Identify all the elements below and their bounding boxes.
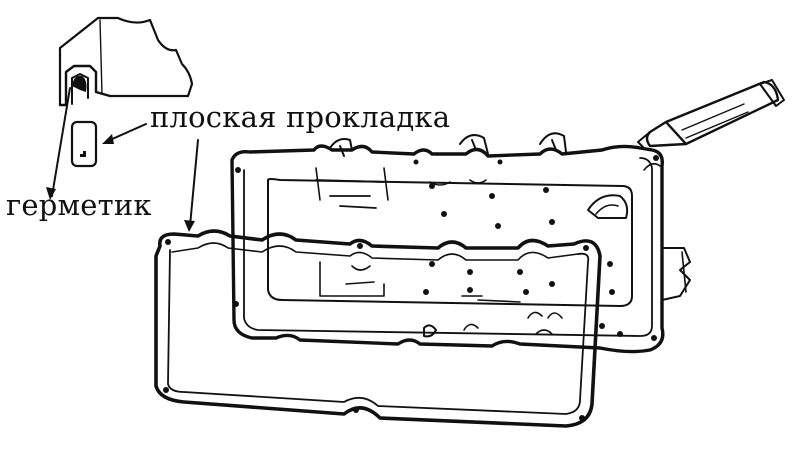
- sealant-label: герметик: [6, 188, 152, 222]
- cover-bolt-holes: [233, 155, 659, 341]
- gasket-section-piece: [70, 120, 98, 168]
- sealant-tube: [637, 79, 785, 149]
- valve-cover: [230, 144, 691, 354]
- flat-gasket-label: плоская прокладка: [150, 100, 451, 134]
- gasket-bolt-holes: [163, 239, 589, 421]
- leader-arrows: [46, 87, 199, 232]
- cover-corner-detail: [58, 16, 194, 107]
- flat-gasket: [154, 229, 602, 428]
- cover-top-bumps: [329, 132, 567, 157]
- groove-sealant: [72, 75, 87, 92]
